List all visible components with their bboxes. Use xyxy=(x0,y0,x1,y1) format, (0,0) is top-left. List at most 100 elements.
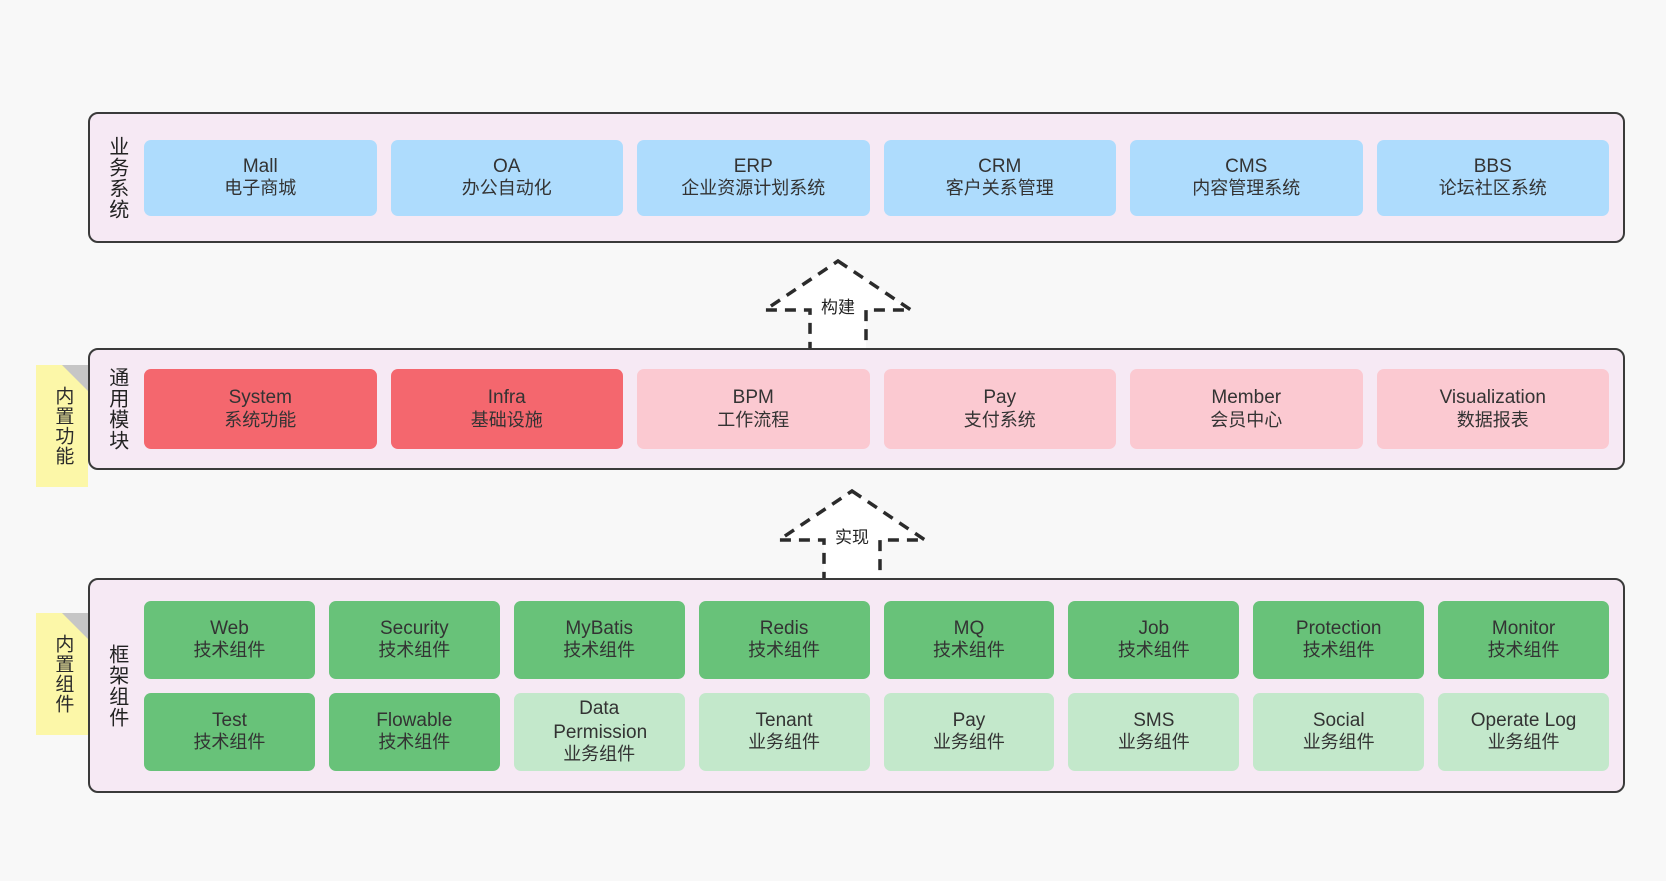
module-tile-row: System 系统功能 Infra 基础设施 BPM 工作流程 Pay 支付系统… xyxy=(144,369,1609,449)
tile-social[interactable]: Social 业务组件 xyxy=(1253,692,1425,771)
tile-data-permission[interactable]: Data Permission 业务组件 xyxy=(513,692,685,771)
tile-title: Operate Log xyxy=(1470,709,1577,731)
connector-label-build: 构建 xyxy=(821,298,855,317)
tile-bpm[interactable]: BPM 工作流程 xyxy=(637,369,870,449)
sticky-note-builtin-features: 内置功能 xyxy=(36,365,88,487)
tile-subtitle: 技术组件 xyxy=(193,640,266,661)
framework-tile-row-2: Test 技术组件 Flowable 技术组件 Data Permission … xyxy=(144,692,1609,771)
tile-bbs[interactable]: BBS 论坛社区系统 xyxy=(1376,139,1609,216)
layer-framework-components: 框架组件 Web 技术组件 Security 技术组件 MyBatis 技术组件… xyxy=(88,578,1625,793)
tile-subtitle: 业务组件 xyxy=(932,732,1005,753)
tile-monitor[interactable]: Monitor 技术组件 xyxy=(1438,600,1609,679)
connector-arrow-implement: 实现 xyxy=(773,488,931,584)
note-fold-corner xyxy=(62,365,88,391)
layer-business-systems: 业务系统 Mall 电子商城 OA 办公自动化 ERP 企业资源计划系统 CRM… xyxy=(88,112,1625,243)
tile-title: Flowable xyxy=(376,709,453,731)
tile-subtitle: 基础设施 xyxy=(470,409,543,430)
layer-body-business: Mall 电子商城 OA 办公自动化 ERP 企业资源计划系统 CRM 客户关系… xyxy=(142,114,1623,241)
note-label: 内置功能 xyxy=(52,386,74,466)
tile-title: Test xyxy=(212,709,247,731)
tile-mybatis[interactable]: MyBatis 技术组件 xyxy=(513,600,685,679)
tile-title: Member xyxy=(1211,387,1282,409)
sticky-note-builtin-components: 内置组件 xyxy=(36,613,88,735)
tile-title: Redis xyxy=(759,617,809,639)
tile-title: Tenant xyxy=(755,709,813,731)
tile-test[interactable]: Test 技术组件 xyxy=(144,692,315,771)
tile-member[interactable]: Member 会员中心 xyxy=(1130,369,1363,449)
tile-title: Web xyxy=(210,617,249,639)
layer-title-modules: 通用模块 xyxy=(105,367,128,451)
tile-title: Mall xyxy=(242,155,278,177)
tile-sms[interactable]: SMS 业务组件 xyxy=(1068,692,1240,771)
tile-web[interactable]: Web 技术组件 xyxy=(144,600,315,679)
tile-subtitle: 技术组件 xyxy=(1487,640,1560,661)
tile-title: Data Permission xyxy=(553,698,648,743)
tile-job[interactable]: Job 技术组件 xyxy=(1068,600,1240,679)
tile-subtitle: 企业资源计划系统 xyxy=(681,178,826,199)
tile-title: Monitor xyxy=(1491,617,1556,639)
tile-flowable[interactable]: Flowable 技术组件 xyxy=(328,692,500,771)
tile-subtitle: 会员中心 xyxy=(1210,409,1283,430)
tile-subtitle: 内容管理系统 xyxy=(1192,178,1301,199)
tile-title: ERP xyxy=(733,155,773,177)
note-label: 内置组件 xyxy=(52,634,74,714)
up-arrow-icon xyxy=(773,488,931,583)
layer-body-framework: Web 技术组件 Security 技术组件 MyBatis 技术组件 Redi… xyxy=(142,580,1623,791)
tile-subtitle: 业务组件 xyxy=(1117,732,1190,753)
tile-subtitle: 电子商城 xyxy=(224,178,297,199)
tile-subtitle: 技术组件 xyxy=(1117,640,1190,661)
tile-pay-module[interactable]: Pay 支付系统 xyxy=(883,369,1116,449)
tile-cms[interactable]: CMS 内容管理系统 xyxy=(1130,139,1363,216)
tile-title: Pay xyxy=(983,387,1017,409)
tile-subtitle: 办公自动化 xyxy=(461,178,552,199)
tile-subtitle: 技术组件 xyxy=(748,640,821,661)
tile-title: OA xyxy=(493,155,521,177)
tile-title: Protection xyxy=(1295,617,1382,639)
tile-title: BBS xyxy=(1473,155,1512,177)
connector-label-implement: 实现 xyxy=(835,528,869,547)
tile-subtitle: 系统功能 xyxy=(224,409,297,430)
tile-system[interactable]: System 系统功能 xyxy=(144,369,377,449)
layer-title-business: 业务系统 xyxy=(105,135,128,220)
layer-title-framework: 框架组件 xyxy=(105,643,128,728)
tile-visualization[interactable]: Visualization 数据报表 xyxy=(1376,369,1609,449)
layer-common-modules: 通用模块 System 系统功能 Infra 基础设施 BPM 工作流程 Pay… xyxy=(88,348,1625,470)
tile-pay-component[interactable]: Pay 业务组件 xyxy=(883,692,1055,771)
tile-title: Infra xyxy=(487,387,526,409)
tile-title: System xyxy=(228,387,292,409)
tile-subtitle: 技术组件 xyxy=(1302,640,1375,661)
tile-protection[interactable]: Protection 技术组件 xyxy=(1253,600,1425,679)
tile-title: MQ xyxy=(953,617,985,639)
tile-mq[interactable]: MQ 技术组件 xyxy=(883,600,1055,679)
note-fold-corner xyxy=(62,613,88,639)
tile-security[interactable]: Security 技术组件 xyxy=(328,600,500,679)
tile-infra[interactable]: Infra 基础设施 xyxy=(390,369,623,449)
tile-subtitle: 技术组件 xyxy=(378,732,451,753)
tile-title: Visualization xyxy=(1439,387,1546,409)
tile-title: BPM xyxy=(732,387,774,409)
tile-erp[interactable]: ERP 企业资源计划系统 xyxy=(637,139,870,216)
tile-title: SMS xyxy=(1133,709,1175,731)
tile-crm[interactable]: CRM 客户关系管理 xyxy=(883,139,1116,216)
tile-mall[interactable]: Mall 电子商城 xyxy=(144,139,377,216)
layer-body-modules: System 系统功能 Infra 基础设施 BPM 工作流程 Pay 支付系统… xyxy=(142,350,1623,468)
tile-subtitle: 业务组件 xyxy=(748,732,821,753)
tile-title: MyBatis xyxy=(565,617,633,639)
business-tile-row: Mall 电子商城 OA 办公自动化 ERP 企业资源计划系统 CRM 客户关系… xyxy=(144,139,1609,216)
tile-subtitle: 数据报表 xyxy=(1456,409,1529,430)
tile-title: Security xyxy=(379,617,449,639)
tile-title: CMS xyxy=(1225,155,1268,177)
tile-subtitle: 技术组件 xyxy=(378,640,451,661)
tile-subtitle: 客户关系管理 xyxy=(945,178,1054,199)
tile-tenant[interactable]: Tenant 业务组件 xyxy=(698,692,870,771)
tile-title: Pay xyxy=(952,709,986,731)
tile-operate-log[interactable]: Operate Log 业务组件 xyxy=(1438,692,1609,771)
tile-subtitle: 业务组件 xyxy=(563,743,636,764)
tile-oa[interactable]: OA 办公自动化 xyxy=(390,139,623,216)
framework-tile-row-1: Web 技术组件 Security 技术组件 MyBatis 技术组件 Redi… xyxy=(144,600,1609,679)
connector-arrow-build: 构建 xyxy=(759,258,917,354)
tile-subtitle: 技术组件 xyxy=(932,640,1005,661)
tile-redis[interactable]: Redis 技术组件 xyxy=(698,600,870,679)
tile-subtitle: 技术组件 xyxy=(563,640,636,661)
